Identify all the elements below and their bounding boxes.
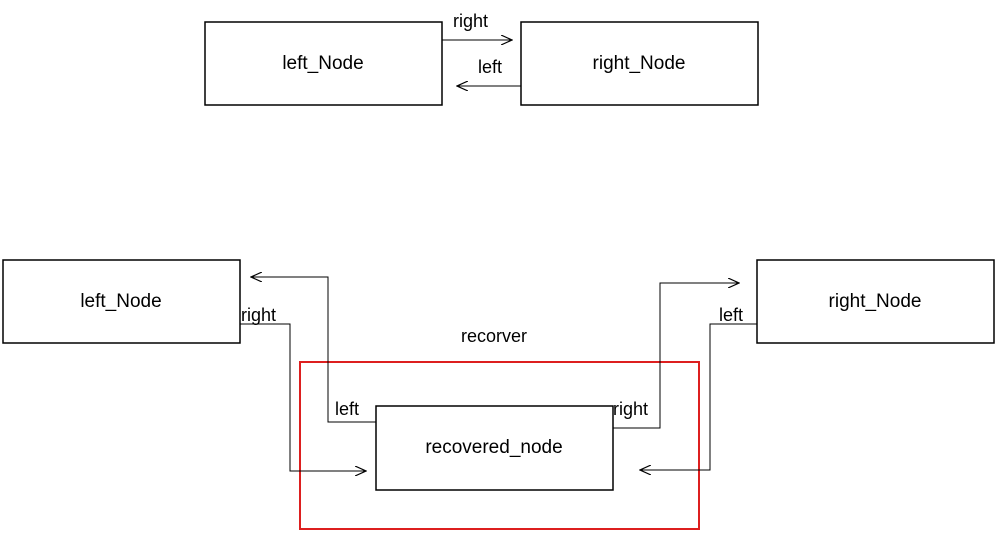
top-left-node-box	[204, 21, 443, 106]
recovered-node-label: recovered_node	[425, 437, 562, 458]
recovered-left-pointer	[251, 277, 376, 423]
top-right-node-label: right_Node	[593, 53, 686, 74]
bottom-right-node-box	[756, 259, 995, 344]
left-node-right-label: right	[241, 305, 276, 325]
recover-highlight-box	[299, 361, 700, 530]
bottom-left-node-label: left_Node	[80, 291, 161, 312]
right-node-left-label: left	[719, 305, 743, 325]
top-right-pointer-label: right	[453, 11, 488, 31]
top-right-node-box	[520, 21, 759, 106]
left-node-right-pointer	[240, 323, 366, 471]
bottom-left-node-box	[2, 259, 241, 344]
right-node-left-pointer	[640, 323, 757, 470]
bottom-diagram: left_Node right_Node recorver recovered_…	[2, 259, 995, 530]
recovered-left-label: left	[335, 399, 359, 419]
recovered-node-box	[375, 405, 614, 491]
top-left-node-label: left_Node	[282, 53, 363, 74]
recovered-right-label: right	[613, 399, 648, 419]
recover-group-label: recorver	[461, 326, 527, 346]
bottom-right-node-label: right_Node	[829, 291, 922, 312]
top-diagram: left_Node right_Node right left	[204, 11, 759, 106]
top-left-pointer-label: left	[478, 57, 502, 77]
recovered-right-pointer	[613, 283, 739, 429]
